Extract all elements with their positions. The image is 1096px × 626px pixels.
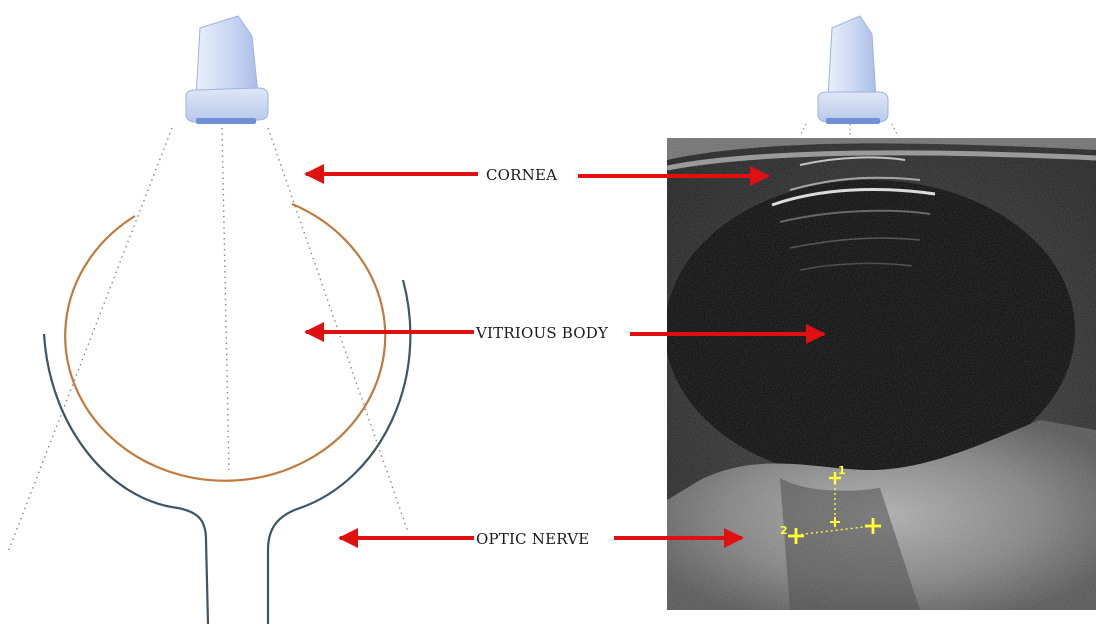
ultrasound-beam-lines	[8, 128, 408, 552]
globe-outline	[65, 204, 385, 481]
probe-right-icon	[800, 16, 898, 136]
schematic-panel	[8, 16, 410, 624]
ultrasound-panel: 1 2	[665, 16, 1096, 610]
caliper-marker-2: 2	[780, 524, 788, 537]
vitreous-label: VITRIOUS BODY	[475, 324, 609, 342]
cornea-label: CORNEA	[486, 166, 557, 184]
probe-left-icon	[186, 16, 268, 124]
optic-sheath-left	[44, 334, 208, 624]
optic-nerve-label: OPTIC NERVE	[476, 530, 589, 548]
caliper-marker-1: 1	[838, 464, 846, 477]
